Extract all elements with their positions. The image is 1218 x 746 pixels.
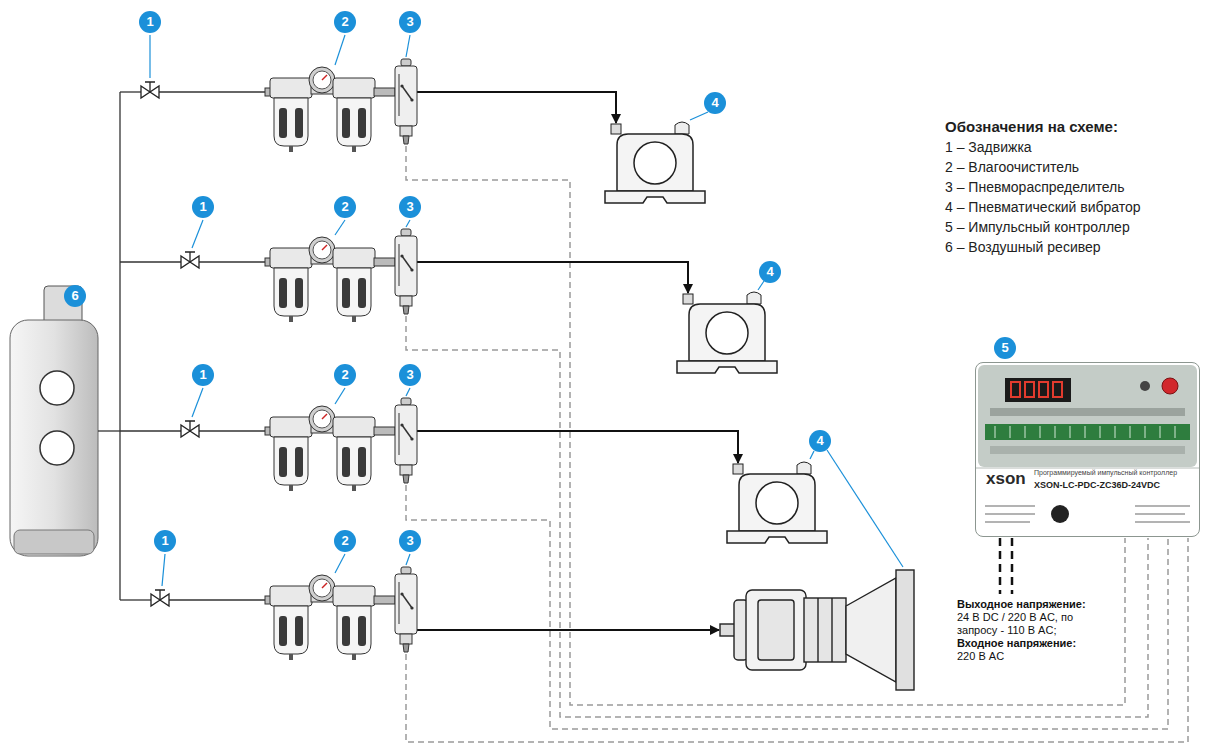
voltage-notes: Выходное напряжение:24 В DC / 220 В AC, … <box>957 598 1107 663</box>
moisture-filter <box>265 575 395 660</box>
pneumatic-vibrator <box>605 122 705 203</box>
controller-box: xson Программируемый импульсный контролле… <box>975 362 1200 537</box>
callout-number: 3 <box>399 11 421 33</box>
leader-lines <box>150 35 903 586</box>
pipes <box>98 92 265 600</box>
model-code: XSON-LC-PDC-ZC36D-24VDC <box>1034 480 1160 490</box>
voltage-note: Входное напряжение: <box>957 637 1107 650</box>
callout-number: 2 <box>334 11 356 33</box>
gate-valve <box>151 590 169 606</box>
gate-valve <box>181 421 199 437</box>
legend-title: Обозначения на схеме: <box>945 116 1141 137</box>
legend-text: 4 – Пневматический вибратор <box>945 199 1141 215</box>
pneumatic-distributor <box>395 229 417 314</box>
legend-text: 3 – Пневмораспределитель <box>945 179 1125 195</box>
brand-logo: xson <box>986 469 1026 489</box>
legend-entry: 2 – Влагоочиститель <box>945 157 1141 177</box>
device-caption: Программируемый импульсный контроллер <box>1034 469 1177 477</box>
moisture-filter <box>265 237 395 322</box>
moisture-filter <box>265 67 395 152</box>
legend-box: Обозначения на схеме: 1 – Задвижка 2 – Вла… <box>945 116 1141 257</box>
callout-number: 3 <box>399 364 421 386</box>
callout-number: 1 <box>139 11 161 33</box>
legend-entry: 4 – Пневматический вибратор <box>945 197 1141 217</box>
large-vibrator <box>720 570 914 690</box>
callout-number: 3 <box>399 196 421 218</box>
voltage-note: 220 В AC <box>957 650 1107 663</box>
pneumatic-distributor <box>395 567 417 652</box>
legend-text: 5 – Импульсный контроллер <box>945 219 1130 235</box>
callout-number: 3 <box>399 530 421 552</box>
pneumatic-vibrator <box>727 462 827 543</box>
gate-valve <box>141 82 159 98</box>
legend-entry: 1 – Задвижка <box>945 137 1141 157</box>
callout-number: 4 <box>809 430 831 452</box>
pneumatic-vibrator <box>677 292 777 373</box>
callout-number: 5 <box>994 337 1016 359</box>
moisture-filter <box>265 406 395 491</box>
callout-number: 1 <box>192 364 214 386</box>
power-wires <box>1000 538 1012 594</box>
callout-number: 1 <box>154 530 176 552</box>
callout-number: 1 <box>192 196 214 218</box>
gate-valve <box>181 252 199 268</box>
legend-text: 2 – Влагоочиститель <box>945 159 1079 175</box>
legend-text: 1 – Задвижка <box>945 139 1032 155</box>
legend-entry: 5 – Импульсный контроллер <box>945 217 1141 237</box>
callout-number: 2 <box>334 364 356 386</box>
callout-number: 4 <box>704 92 726 114</box>
callout-number: 2 <box>334 530 356 552</box>
callout-number: 4 <box>759 261 781 283</box>
legend-entry: 3 – Пневмораспределитель <box>945 177 1141 197</box>
pneumatic-distributor <box>395 59 417 144</box>
pneumatic-distributor <box>395 398 417 483</box>
callout-number: 2 <box>334 196 356 218</box>
callout-number: 6 <box>64 285 86 307</box>
voltage-note: Выходное напряжение: <box>957 598 1107 611</box>
air-receiver <box>10 286 98 556</box>
legend-text: 6 – Воздушный ресивер <box>945 239 1101 255</box>
controller-picture <box>976 363 1199 536</box>
legend-entry: 6 – Воздушный ресивер <box>945 237 1141 257</box>
voltage-note: 24 В DC / 220 В AC, по запросу - 110 В A… <box>957 611 1107 637</box>
